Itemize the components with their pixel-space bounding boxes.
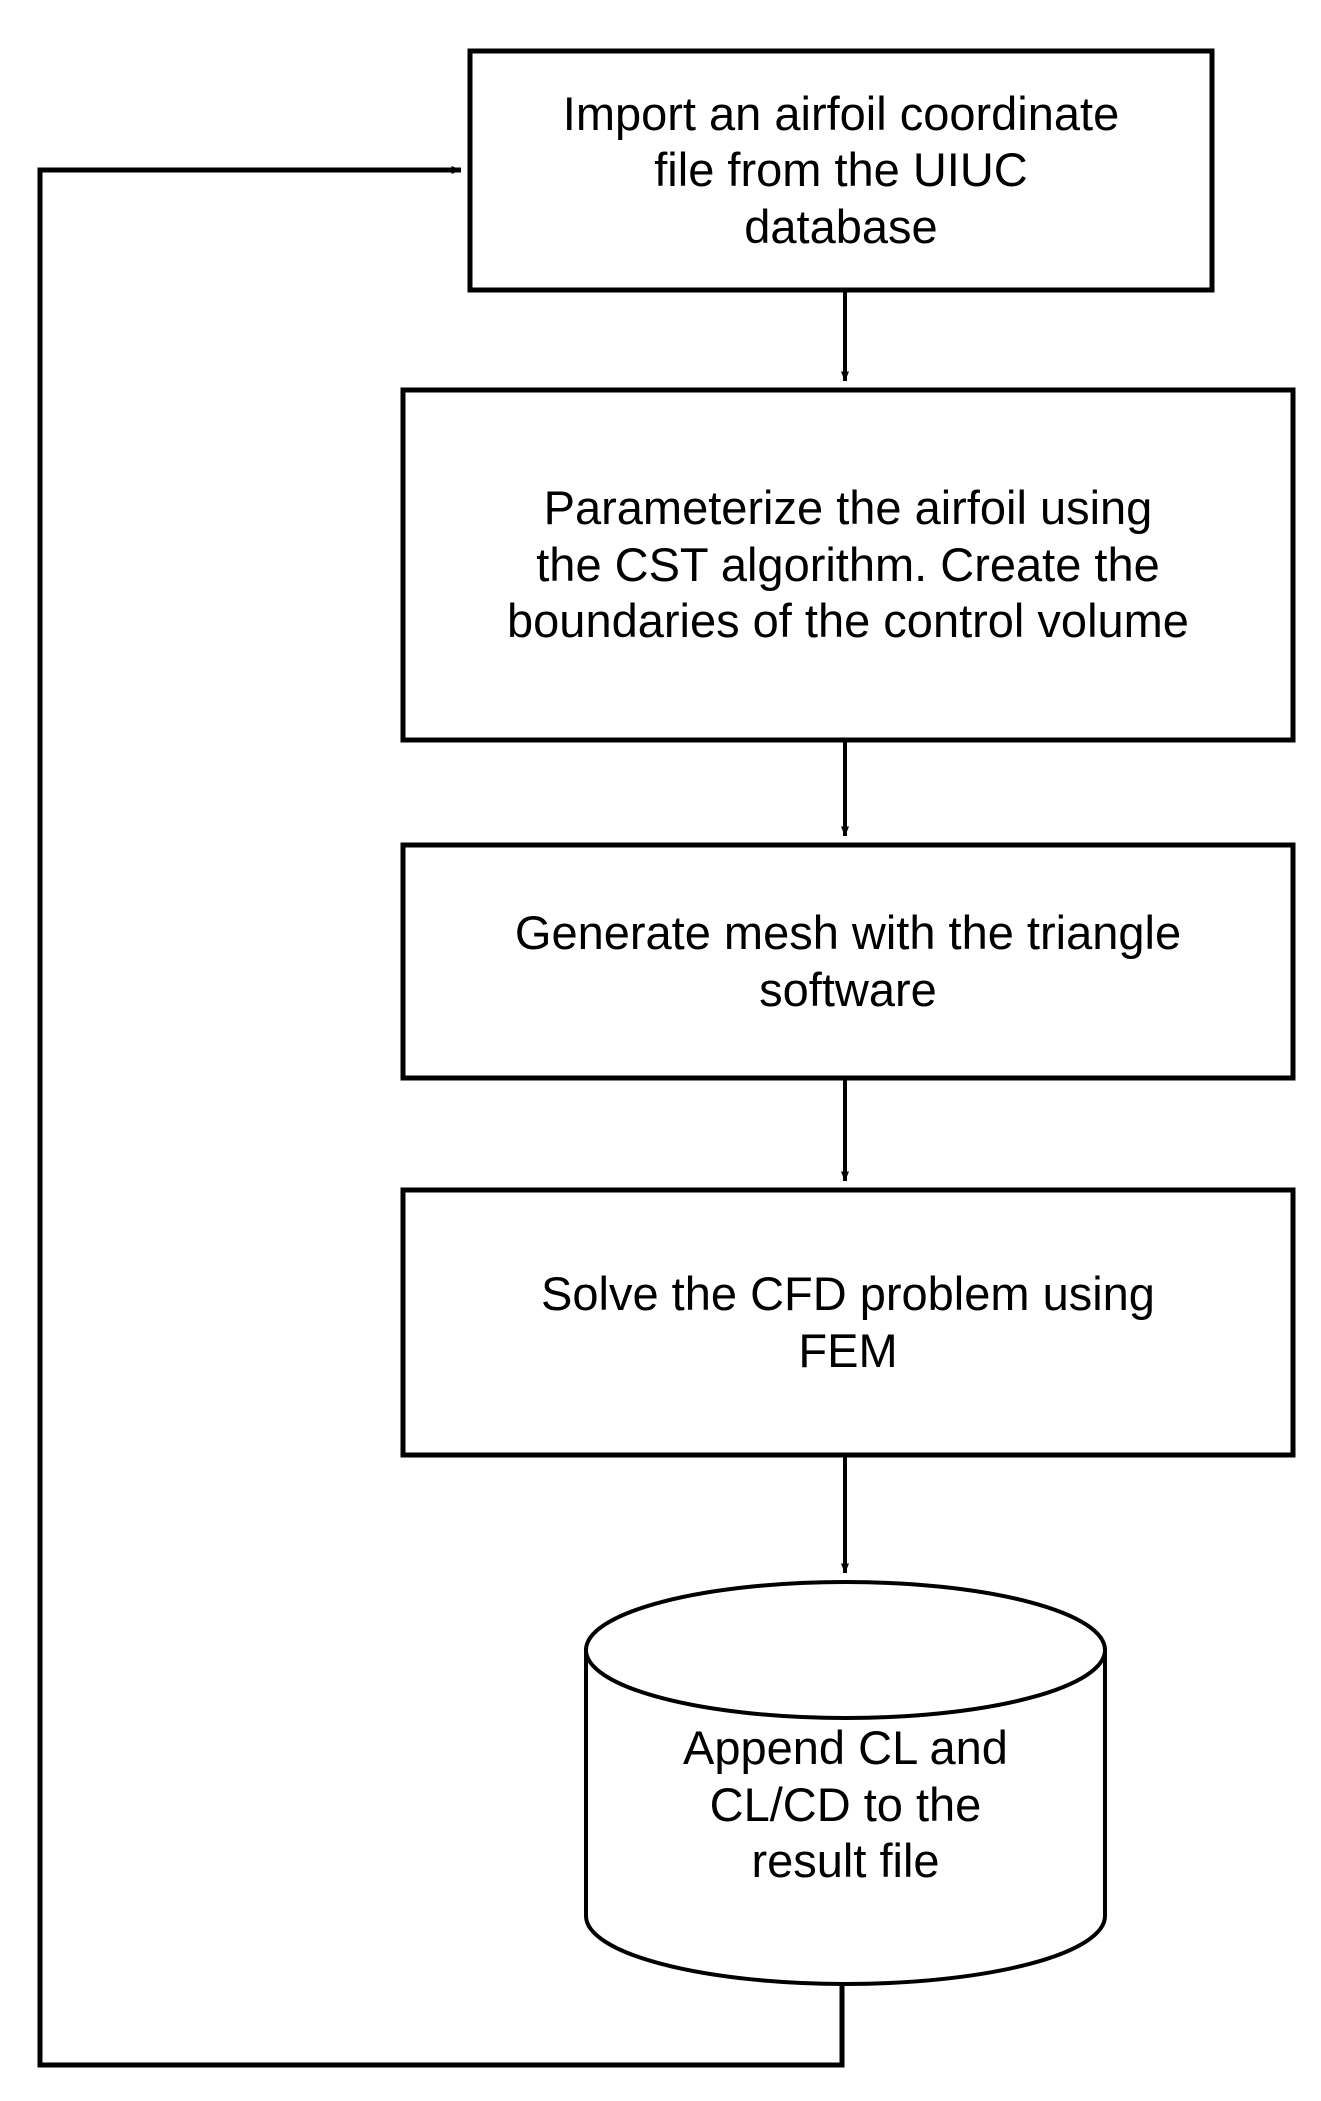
node-append-shape[interactable]: [584, 1580, 1107, 1986]
edge-append-loop-back: [37, 166, 845, 2068]
node-parameterize-shape[interactable]: [400, 387, 1296, 743]
node-import-shape[interactable]: [467, 48, 1215, 293]
node-solve-shape[interactable]: [400, 1187, 1296, 1458]
node-mesh-shape[interactable]: [400, 842, 1296, 1081]
